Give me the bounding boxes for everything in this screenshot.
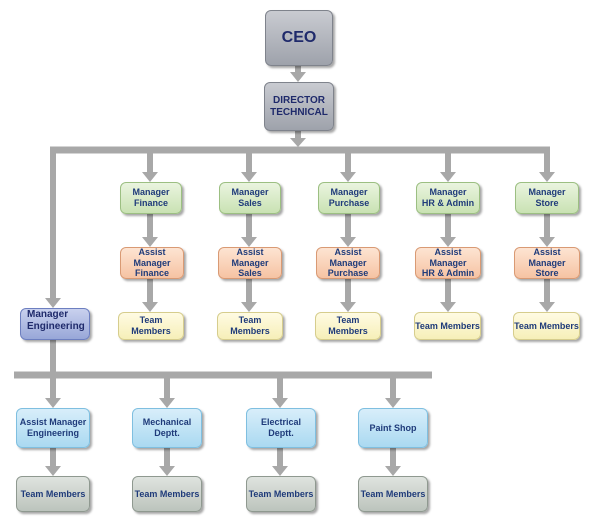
manager-hr-admin-box: Manager HR & Admin (416, 182, 480, 214)
assistant-store-box: Assist Manager Store (514, 247, 580, 279)
unit-line1: Assist Manager (19, 417, 87, 428)
team-sales-box: Team Members (217, 312, 283, 340)
assistant-title: Assist Manager (429, 246, 467, 268)
assistant-sales-box: Assist Manager Sales (218, 247, 282, 279)
electrical-deptt-box: Electrical Deptt. (246, 408, 316, 448)
team-label: Team Members (248, 488, 314, 499)
team-mechanical-box: Team Members (132, 476, 202, 512)
team-label: Team Members (360, 488, 426, 499)
unit-line2: Engineering (26, 428, 79, 438)
manager-dept: Sales (238, 198, 262, 208)
manager-dept: Store (535, 198, 559, 208)
manager-dept: HR & Admin (421, 198, 475, 208)
unit-line2: Deptt. (154, 428, 180, 438)
assistant-title: Assist Manager (231, 246, 269, 268)
manager-finance-box: Manager Finance (120, 182, 182, 214)
manager-engineering-box: Manager Engineering (20, 308, 90, 340)
team-label: Team Members (134, 488, 200, 499)
manager-title: Manager (330, 187, 368, 198)
arrow-ceo-director (290, 72, 306, 82)
manager-dept: Finance (133, 198, 168, 208)
engineering-connectors (45, 375, 401, 476)
assistant-dept: Store (535, 268, 559, 279)
team-label: Team Members (20, 488, 86, 499)
assistant-dept: Finance (134, 268, 169, 279)
team-purchase-box: Team Members (315, 312, 381, 340)
assistant-title: Assist Manager (528, 246, 566, 268)
engineering-manager-title: Manager (27, 309, 69, 320)
manager-sales-box: Manager Sales (219, 182, 281, 214)
team-electrical-box: Team Members (246, 476, 316, 512)
manager-purchase-box: Manager Purchase (318, 182, 380, 214)
team-label: Team Members (230, 315, 270, 336)
assistant-title: Assist Manager (133, 246, 171, 268)
team-store-box: Team Members (513, 312, 580, 340)
manager-title: Manager (231, 187, 269, 198)
assistant-hr-admin-box: Assist Manager HR & Admin (415, 247, 481, 279)
team-label: Team Members (131, 315, 171, 336)
assistant-engineering-box: Assist Manager Engineering (16, 408, 90, 448)
manager-title: Manager (528, 187, 566, 198)
assistant-finance-box: Assist Manager Finance (120, 247, 184, 279)
director-label-line2: TECHNICAL (270, 106, 328, 118)
team-label: Team Members (328, 315, 368, 336)
team-label: Team Members (514, 320, 579, 331)
assistant-title: Assist Manager (329, 246, 367, 268)
engineering-manager-dept: Engineering (27, 321, 85, 332)
assistant-dept: Sales (238, 268, 262, 279)
department-connectors (142, 150, 555, 312)
assistant-dept: HR & Admin (421, 268, 475, 279)
ceo-label: CEO (281, 29, 317, 47)
paint-shop-box: Paint Shop (358, 408, 428, 448)
team-finance-box: Team Members (118, 312, 184, 340)
ceo-box: CEO (265, 10, 333, 66)
team-assistant-engineering-box: Team Members (16, 476, 90, 512)
unit-line1: Paint Shop (369, 422, 417, 433)
assistant-dept: Purchase (327, 268, 369, 279)
director-box: DIRECTOR TECHNICAL (264, 82, 334, 131)
team-paint-shop-box: Team Members (358, 476, 428, 512)
assistant-purchase-box: Assist Manager Purchase (316, 247, 380, 279)
unit-line1: Electrical (260, 417, 302, 428)
team-hr-admin-box: Team Members (414, 312, 481, 340)
manager-title: Manager (132, 187, 170, 198)
unit-line1: Mechanical (142, 417, 192, 428)
manager-title: Manager (429, 187, 467, 198)
unit-line2: Deptt. (268, 428, 294, 438)
team-label: Team Members (415, 320, 480, 331)
manager-store-box: Manager Store (515, 182, 579, 214)
arrow-bus-engineering (45, 298, 61, 308)
manager-dept: Purchase (328, 198, 370, 208)
mechanical-deptt-box: Mechanical Deptt. (132, 408, 202, 448)
director-label-line1: DIRECTOR (272, 94, 326, 106)
arrow-director-bus (290, 138, 306, 147)
